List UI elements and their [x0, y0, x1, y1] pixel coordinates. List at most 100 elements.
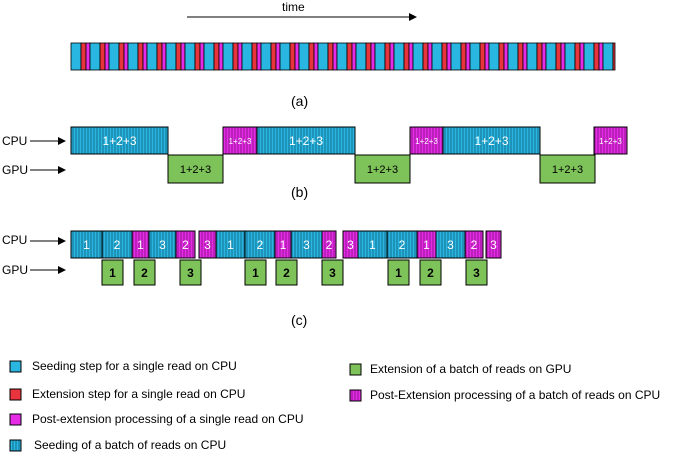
legend-label-ext-single: Extension step for a single read on CPU: [32, 387, 246, 401]
extension-block: [327, 42, 334, 71]
seed-block: [583, 42, 595, 71]
cpu-post-batch-block: [409, 126, 444, 155]
post-extension-block: [484, 42, 490, 71]
block-label: 1: [395, 266, 402, 280]
seed-block: [260, 42, 272, 71]
block-label: 3: [473, 266, 480, 280]
cpu-post-subbatch-block: [175, 230, 196, 259]
caption-b: (b): [291, 184, 309, 200]
block-label: 2: [326, 238, 333, 252]
post-extension-block: [541, 42, 547, 71]
extension-block: [555, 42, 562, 71]
extension-block: [365, 42, 372, 71]
gpu-extension-subbatch-block: [101, 259, 124, 286]
cpu-post-subbatch-block: [321, 230, 337, 259]
post-extension-block: [579, 42, 585, 71]
block-label: 2: [399, 238, 406, 252]
block-label: 1+2+3: [599, 137, 622, 146]
gpu-extension-subbatch-block: [179, 259, 202, 286]
seed-block: [222, 42, 234, 71]
gpu-extension-subbatch-block: [275, 259, 298, 286]
block-label: 1+2+3: [229, 137, 252, 146]
post-extension-block: [313, 42, 319, 71]
seed-block: [165, 42, 177, 71]
legend-swatches: [9, 360, 362, 452]
seed-block: [317, 42, 329, 71]
extension-block: [99, 42, 106, 71]
extension-block: [536, 42, 543, 71]
seed-block: [393, 42, 405, 71]
seed-block: [203, 42, 215, 71]
gpu-extension-subbatch-block: [419, 259, 442, 286]
extension-block: [498, 42, 505, 71]
legend-swatch-post-single: [9, 413, 22, 426]
block-label: 2: [182, 238, 189, 252]
block-label: 2: [257, 238, 264, 252]
extension-block: [137, 42, 144, 71]
row-label-cpu: CPU: [2, 233, 28, 247]
block-label: 1: [83, 238, 90, 252]
gpu-extension-subbatch-block: [133, 259, 156, 286]
post-extension-block: [408, 42, 414, 71]
seed-block: [564, 42, 576, 71]
seed-block: [241, 42, 253, 71]
post-extension-block: [199, 42, 205, 71]
post-extension-block: [503, 42, 509, 71]
block-label: 3: [329, 266, 336, 280]
cpu-seed-batch-block: [70, 126, 169, 155]
legend-swatch-seed-batch: [9, 439, 22, 452]
extension-block: [156, 42, 163, 71]
post-extension-block: [104, 42, 110, 71]
block-label: 1+2+3: [415, 137, 438, 146]
row-label-gpu: GPU: [2, 263, 29, 277]
cpu-post-subbatch-block: [464, 230, 484, 259]
extension-block: [232, 42, 239, 71]
seed-block: [279, 42, 291, 71]
cpu-seed-subbatch-block: [70, 230, 103, 259]
post-extension-block: [180, 42, 186, 71]
seed-block: [526, 42, 538, 71]
block-label: 1+2+3: [102, 134, 136, 148]
extension-block: [593, 42, 600, 71]
cpu-seed-subbatch-block: [386, 230, 418, 259]
extension-block: [118, 42, 125, 71]
legend-label-seed-batch: Seeding of a batch of reads on CPU: [34, 438, 227, 452]
legend-swatch-post-batch: [349, 389, 362, 402]
legend-label-seed-single: Seeding step for a single read on CPU: [32, 359, 237, 373]
seed-block: [374, 42, 386, 71]
block-label: 1+2+3: [552, 164, 583, 176]
legend-label-post-single: Post-extension processing of a single re…: [32, 412, 304, 426]
post-extension-block: [370, 42, 376, 71]
cpu-seed-batch-block: [442, 126, 541, 155]
block-label: 1+2+3: [180, 164, 211, 176]
post-extension-block: [522, 42, 528, 71]
legend-swatch-ext-batch-gpu: [349, 363, 362, 376]
block-label: 1+2+3: [367, 164, 398, 176]
seed-block: [298, 42, 310, 71]
cpu-seed-subbatch-block: [101, 230, 133, 259]
seed-block: [336, 42, 348, 71]
post-extension-block: [218, 42, 224, 71]
extension-block: [403, 42, 410, 71]
post-extension-block: [560, 42, 566, 71]
post-extension-block: [161, 42, 167, 71]
block-label: 2: [471, 238, 478, 252]
block-label: 1: [109, 266, 116, 280]
post-extension-block: [275, 42, 281, 71]
extension-block: [289, 42, 296, 71]
batch-pipeline-b: 1+2+3 1+2+3 1+2+3 1+2+3 1+2+3 1+2+3 1+2+…: [70, 126, 628, 184]
cpu-post-batch-block: [593, 126, 628, 155]
extension-block: [441, 42, 448, 71]
block-label: 1: [227, 238, 234, 252]
block-label: 1+2+3: [474, 134, 508, 148]
block-label: 1: [423, 238, 430, 252]
extension-block: [213, 42, 220, 71]
block-label: 1: [137, 238, 144, 252]
post-extension-block: [332, 42, 338, 71]
seed-block: [431, 42, 443, 71]
cpu-post-batch-block: [222, 126, 258, 155]
block-label: 2: [141, 266, 148, 280]
block-label: 2: [114, 238, 121, 252]
block-label: 3: [187, 266, 194, 280]
